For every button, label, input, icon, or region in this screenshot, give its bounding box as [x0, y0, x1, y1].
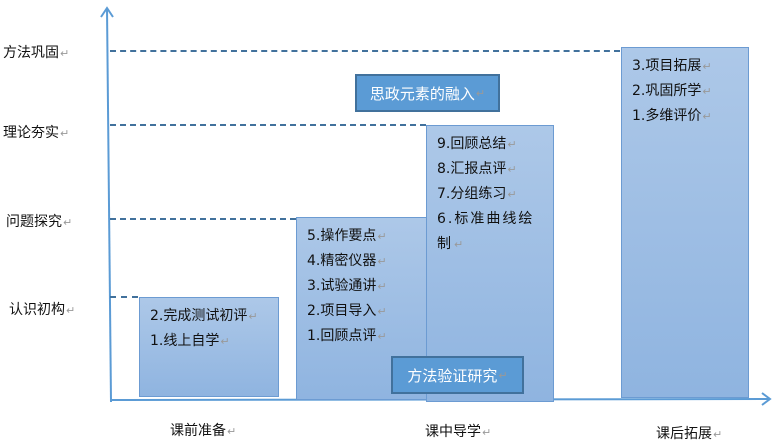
y-label: 认识初构 [9, 299, 75, 319]
step: 1.多维评价 [632, 104, 738, 129]
step: 8.汇报点评 [437, 157, 545, 182]
step: 5.操作要点 [307, 224, 416, 249]
step: 3.项目拓展 [632, 54, 738, 79]
x-label: 课后拓展 [656, 423, 722, 443]
step: 1.线上自学 [150, 329, 268, 354]
step: 2.完成测试初评 [150, 304, 268, 329]
step: 6.标准曲线绘制 [437, 207, 545, 257]
method-tag: 方法验证研究 [391, 356, 524, 394]
y-label: 理论夯实 [3, 122, 69, 142]
level-line-2 [110, 124, 426, 126]
level-line-3 [110, 218, 296, 220]
sizheng-tag: 思政元素的融入 [355, 74, 500, 112]
step: 4.精密仪器 [307, 249, 416, 274]
step: 9.回顾总结 [437, 132, 545, 157]
step: 7.分组练习 [437, 182, 545, 207]
y-label: 问题探究 [6, 211, 72, 231]
post-class-box: 3.项目拓展 2.巩固所学 1.多维评价 [621, 47, 749, 398]
level-line-4 [110, 296, 138, 298]
y-label: 方法巩固 [3, 42, 69, 62]
level-line-1 [110, 50, 620, 52]
pre-class-box: 2.完成测试初评 1.线上自学 [139, 297, 279, 397]
x-label: 课中导学 [425, 421, 491, 441]
step: 1.回顾点评 [307, 324, 416, 349]
x-label: 课前准备 [170, 420, 236, 440]
step: 3.试验通讲 [307, 274, 416, 299]
step: 2.项目导入 [307, 299, 416, 324]
step: 2.巩固所学 [632, 79, 738, 104]
in-class-box-1: 5.操作要点 4.精密仪器 3.试验通讲 2.项目导入 1.回顾点评 [296, 217, 427, 400]
